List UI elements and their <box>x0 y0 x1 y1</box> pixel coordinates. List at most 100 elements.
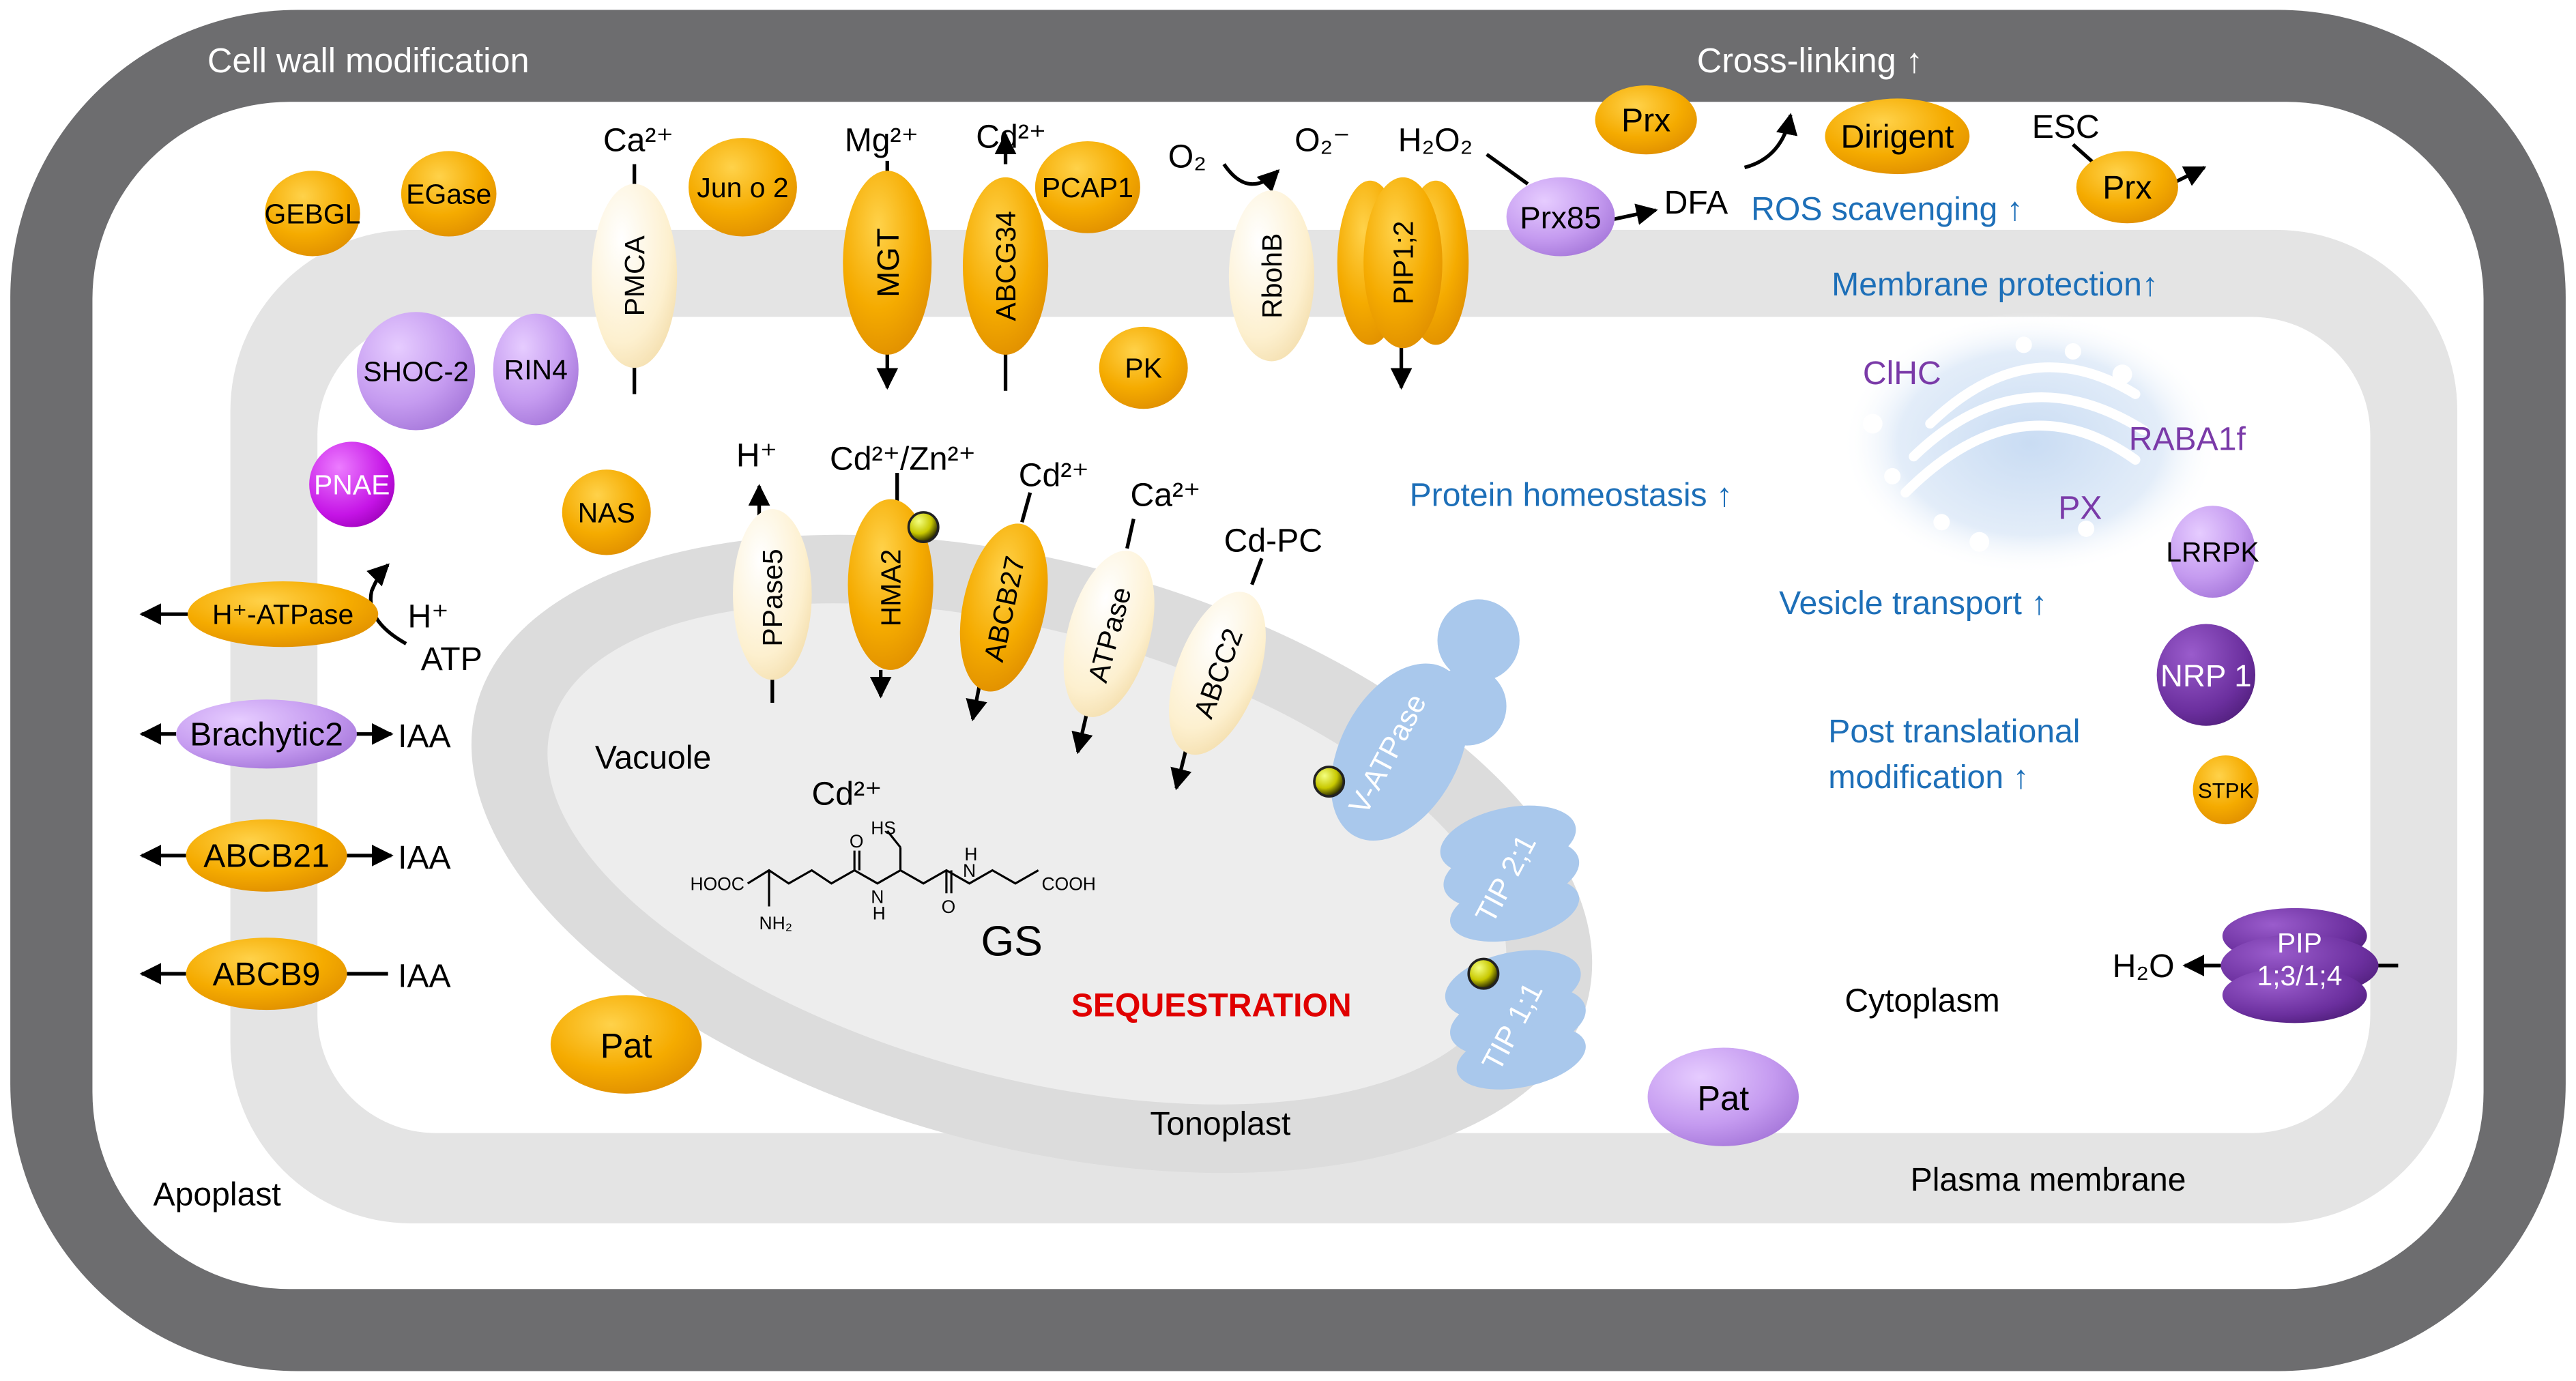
gs-structure <box>747 830 1039 907</box>
cd-tonoplast-label: Cd²⁺ <box>1019 456 1089 493</box>
pcap1-protein[interactable] <box>1034 141 1140 233</box>
juno2-label: Jun o 2 <box>697 172 788 203</box>
gs-h-b: H <box>964 844 977 864</box>
pat-right-protein[interactable] <box>1647 1047 1799 1146</box>
pip12-label: PIP1;2 <box>1387 221 1419 305</box>
cd-zn-label: Cd²⁺/Zn²⁺ <box>830 440 976 477</box>
pip-label-1: PIP <box>2277 927 2322 959</box>
vacuole-label: Vacuole <box>595 739 711 776</box>
nrp1-label: NRP 1 <box>2160 658 2252 693</box>
shoc2-protein[interactable] <box>356 312 476 431</box>
o2-minus-label: O₂⁻ <box>1294 121 1350 158</box>
h2o-label: H₂O <box>2113 948 2175 985</box>
blue-complexes <box>1303 599 1592 1100</box>
cytoplasm-label: Cytoplasm <box>1844 983 1999 1019</box>
ptm-label-line1: Post translational <box>1828 713 2080 750</box>
pk-label: PK <box>1125 353 1162 384</box>
vacuole-cd-label: Cd²⁺ <box>812 775 882 812</box>
v-atpase-protein[interactable] <box>1303 599 1520 864</box>
px-label: PX <box>2058 490 2102 527</box>
prx-top-protein[interactable] <box>1595 85 1697 155</box>
dirigent-label: Dirigent <box>1840 119 1954 156</box>
gs-h-a: H <box>873 903 886 924</box>
gs-cooh: COOH <box>1042 873 1096 894</box>
ppase5-protein[interactable] <box>733 509 812 680</box>
pk-protein[interactable] <box>1099 326 1188 409</box>
brachytic2-protein[interactable] <box>176 699 357 769</box>
tip11-protein[interactable] <box>1438 939 1592 1100</box>
hma2-protein[interactable] <box>848 499 934 670</box>
pnae-label: PNAE <box>314 469 390 500</box>
pmca-protein[interactable] <box>592 184 678 368</box>
metal-ions <box>907 511 1500 990</box>
pnae-protein[interactable] <box>309 441 395 527</box>
nrp1-protein[interactable] <box>2156 624 2256 726</box>
gs-nh2: NH₂ <box>759 913 793 933</box>
gebgl-protein[interactable] <box>265 171 360 257</box>
abcb21-label: ABCB21 <box>203 838 330 875</box>
abcc2-protein[interactable] <box>1150 579 1286 768</box>
prx85-label: Prx85 <box>1520 201 1601 235</box>
abcb9-protein[interactable] <box>186 937 347 1011</box>
gs-hooc: HOOC <box>690 873 744 894</box>
gebgl-label: GEBGL <box>264 198 360 229</box>
dirigent-protein[interactable] <box>1825 98 1970 175</box>
mgt-protein[interactable] <box>843 171 932 355</box>
apoplast-label: Apoplast <box>153 1176 281 1212</box>
dfa-label: DFA <box>1664 184 1728 221</box>
h-atpase-protein[interactable] <box>188 581 379 648</box>
iaa-label-1: IAA <box>398 718 451 755</box>
ros-scavenging-label: ROS scavenging ↑ <box>1751 190 2023 227</box>
iaa-label-2: IAA <box>398 839 451 876</box>
cd-pc-label: Cd-PC <box>1224 523 1322 559</box>
lrrpk-protein[interactable] <box>2169 506 2256 598</box>
o2-label: O₂ <box>1168 138 1206 175</box>
atpase-protein[interactable] <box>1047 541 1171 727</box>
vacuole <box>547 603 1507 1105</box>
h2o2-label: H₂O₂ <box>1398 121 1473 158</box>
prx85-protein[interactable] <box>1506 177 1615 257</box>
lrrpk-label: LRRPK <box>2166 536 2259 568</box>
ppase5-label: PPase5 <box>757 549 788 646</box>
abcb21-protein[interactable] <box>186 819 347 892</box>
cross-linking-label: Cross-linking ↑ <box>1697 41 1923 80</box>
juno2-protein[interactable] <box>689 138 797 237</box>
nas-label: NAS <box>578 497 635 528</box>
rbohb-protein[interactable] <box>1228 190 1315 362</box>
pat-left-protein[interactable] <box>550 995 702 1094</box>
golgi-apparatus <box>1841 312 2220 575</box>
esc-label: ESC <box>2032 108 2100 145</box>
prx-right-protein[interactable] <box>2076 151 2178 224</box>
iaa-label-3: IAA <box>398 957 451 994</box>
pip-right-protein[interactable] <box>2220 907 2379 1023</box>
abcg34-label: ABCG34 <box>990 211 1022 321</box>
rin4-protein[interactable] <box>493 313 579 426</box>
pmca-label: PMCA <box>619 235 650 317</box>
stpk-label: STPK <box>2198 779 2254 803</box>
pip-label-2: 1;3/1;4 <box>2257 960 2342 991</box>
brachytic2-label: Brachytic2 <box>190 716 343 753</box>
pip12-protein[interactable] <box>1337 177 1469 349</box>
mgt-label: MGT <box>871 228 906 297</box>
egase-protein[interactable] <box>401 151 497 237</box>
ptm-label-line2: modification ↑ <box>1828 759 2029 796</box>
gs-hs: HS <box>871 818 896 839</box>
abcb27-protein[interactable] <box>946 516 1062 700</box>
abcg34-protein[interactable] <box>962 177 1049 355</box>
gs-n-a: N <box>871 887 884 907</box>
nas-protein[interactable] <box>562 469 651 555</box>
tonoplast-label: Tonoplast <box>1150 1105 1291 1142</box>
tip21-protein[interactable] <box>1434 794 1586 953</box>
membrane-protection-label: Membrane protection↑ <box>1832 266 2158 303</box>
pcap1-label: PCAP1 <box>1042 172 1133 203</box>
prx-right-label: Prx <box>2102 169 2152 206</box>
pat-right-label: Pat <box>1697 1079 1749 1118</box>
h-plus-tonoplast-label: H⁺ <box>736 437 777 474</box>
soluble-proteins <box>176 85 2379 1146</box>
stpk-protein[interactable] <box>2193 755 2259 825</box>
ca-pm-label: Ca²⁺ <box>603 121 674 158</box>
pat-left-label: Pat <box>600 1026 652 1065</box>
sequestration-label: SEQUESTRATION <box>1071 987 1352 1024</box>
prx-top-label: Prx <box>1621 102 1670 139</box>
